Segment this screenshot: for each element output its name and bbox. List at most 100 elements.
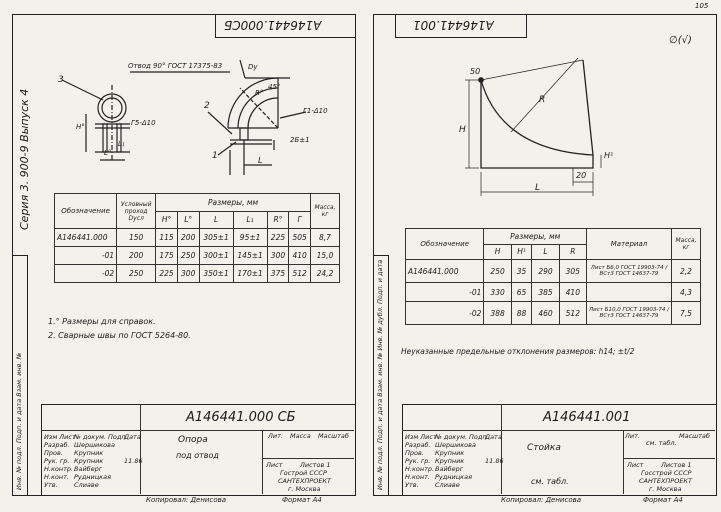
right-role: Н.конт. — [405, 473, 430, 481]
right-col-name: Обозначение — [404, 228, 485, 260]
cell: 250 — [116, 264, 157, 283]
left-sheets: Листов 1 — [300, 461, 331, 469]
tb-vline — [501, 404, 502, 494]
table-row: -02 388 88 460 512 Лист Б10,0 ГОСТ 19903… — [404, 301, 701, 325]
cell: 200 — [116, 246, 157, 265]
right-note: Неуказанные предельные отклонения размер… — [401, 347, 635, 356]
cell: 290 — [531, 259, 560, 283]
left-sub-col: R° — [266, 210, 290, 229]
cell: 410 — [288, 246, 311, 265]
left-drawing — [61, 59, 307, 175]
cell: 300 — [176, 264, 200, 283]
right-sig-head: Подп. — [469, 433, 489, 441]
left-role: Пров. — [44, 449, 63, 457]
cell: 225 — [155, 264, 178, 283]
left-sub-col: Г — [288, 210, 311, 229]
left-title-2: под отвод — [176, 451, 219, 460]
table-row: -01 330 65 385 410 4,3 — [404, 282, 701, 302]
tb-vline — [140, 404, 141, 494]
left-role: Рук. гр. — [44, 457, 70, 465]
left-person: Шершикова — [74, 441, 115, 449]
right-org-3: г. Москва — [649, 485, 682, 493]
cell: 305 — [558, 259, 588, 283]
right-doc-code: А146441.001 — [543, 410, 631, 425]
right-scale: Масштаб — [679, 432, 710, 440]
roughness-mark: ∅(√) — [669, 35, 692, 46]
right-spec-table: Обозначение Размеры, мм Материал Масса, … — [404, 228, 701, 325]
right-dim-20: 20 — [576, 171, 587, 180]
tb-hline — [262, 458, 354, 459]
left-date-mark: 11.86 — [124, 457, 143, 465]
dim-r-label: R° — [255, 89, 264, 97]
right-title-1: Стойка — [527, 443, 561, 453]
cell: 15,0 — [310, 246, 340, 265]
cell: А146441.000 — [53, 228, 118, 247]
left-role: Н.конт. — [44, 473, 69, 481]
cell: 300 — [266, 246, 290, 265]
left-col-mass: Масса, кг — [310, 193, 340, 229]
left-col-dims: Размеры, мм — [155, 193, 311, 212]
right-sheets: Листов 1 — [661, 461, 692, 469]
cell: -02 — [53, 264, 118, 283]
cell: А146441.000 — [404, 259, 485, 283]
right-person: Крупник — [435, 449, 465, 457]
right-dim-l: L — [535, 183, 541, 193]
right-role: Разраб. — [405, 441, 431, 449]
cell: 388 — [483, 301, 512, 325]
left-role: Изм Лист — [44, 433, 76, 441]
table-row: -02 250 225 300 350±1 170±1 375 512 24,2 — [53, 264, 340, 283]
right-org-2: САНТЕХПРОЕКТ — [639, 477, 693, 485]
left-col-dy: Условный проход Dусл — [116, 193, 157, 229]
right-role: Н.контр. — [405, 465, 435, 473]
right-role: Утв. — [405, 481, 419, 489]
right-col-material: Материал — [586, 228, 672, 260]
right-sub-col: L — [531, 243, 560, 260]
left-side-strip — [12, 255, 28, 496]
tb-hline — [402, 430, 715, 431]
tb-hline — [41, 430, 354, 431]
cell: -02 — [404, 301, 485, 325]
right-top-code-box — [395, 14, 527, 38]
right-dim-h: H — [459, 125, 466, 135]
cell: 150 — [116, 228, 157, 247]
cell: 250 — [483, 259, 512, 283]
cell: 305±1 — [198, 228, 234, 247]
left-sub-col: L — [198, 210, 234, 229]
cell: 170±1 — [232, 264, 268, 283]
right-col-dims: Размеры, мм — [483, 228, 587, 245]
right-person: Крупник — [435, 457, 465, 465]
cell: 350±1 — [198, 264, 234, 283]
left-copy: Копировал: Денисова — [146, 496, 227, 504]
right-role: Изм Лист — [405, 433, 437, 441]
cell: 410 — [558, 282, 588, 302]
left-person: Рудницкая — [74, 473, 111, 481]
cell: Лист Б6,0 ГОСТ 19903-74 / ВСт3 ГОСТ 1463… — [586, 259, 672, 283]
right-lit: Лит. — [625, 432, 640, 440]
right-sub-col: H¹ — [510, 243, 533, 260]
cell: 330 — [483, 282, 512, 302]
left-doc-code: А146441.000 СБ — [186, 410, 296, 425]
right-side-strip — [373, 255, 389, 496]
cell: 460 — [531, 301, 560, 325]
cell: 200 — [176, 228, 200, 247]
table-row: А146441.000 250 35 290 305 Лист Б6,0 ГОС… — [404, 259, 701, 283]
part-1-label: 1 — [212, 151, 218, 161]
right-role: Рук. гр. — [405, 457, 431, 465]
right-person: Рудницкая — [435, 473, 472, 481]
right-person: Шершикова — [435, 441, 476, 449]
tb-vline — [262, 430, 263, 494]
left-role: Утв. — [44, 481, 58, 489]
left-sub-col: L° — [176, 210, 200, 229]
left-top-code-box — [215, 14, 356, 38]
right-org-1: Госстрой СССР — [641, 469, 692, 477]
left-person: Вайберг — [74, 465, 103, 473]
left-title-block — [41, 404, 356, 496]
left-title-1: Опора — [178, 435, 208, 445]
weld-left-label: Г5-Δ10 — [131, 119, 156, 127]
cell: 505 — [288, 228, 311, 247]
cell: 35 — [510, 259, 533, 283]
right-dim-50: 50 — [470, 67, 481, 76]
cell: 2,2 — [671, 259, 701, 283]
tb-hline — [623, 458, 715, 459]
left-format: Формат А4 — [282, 496, 322, 504]
